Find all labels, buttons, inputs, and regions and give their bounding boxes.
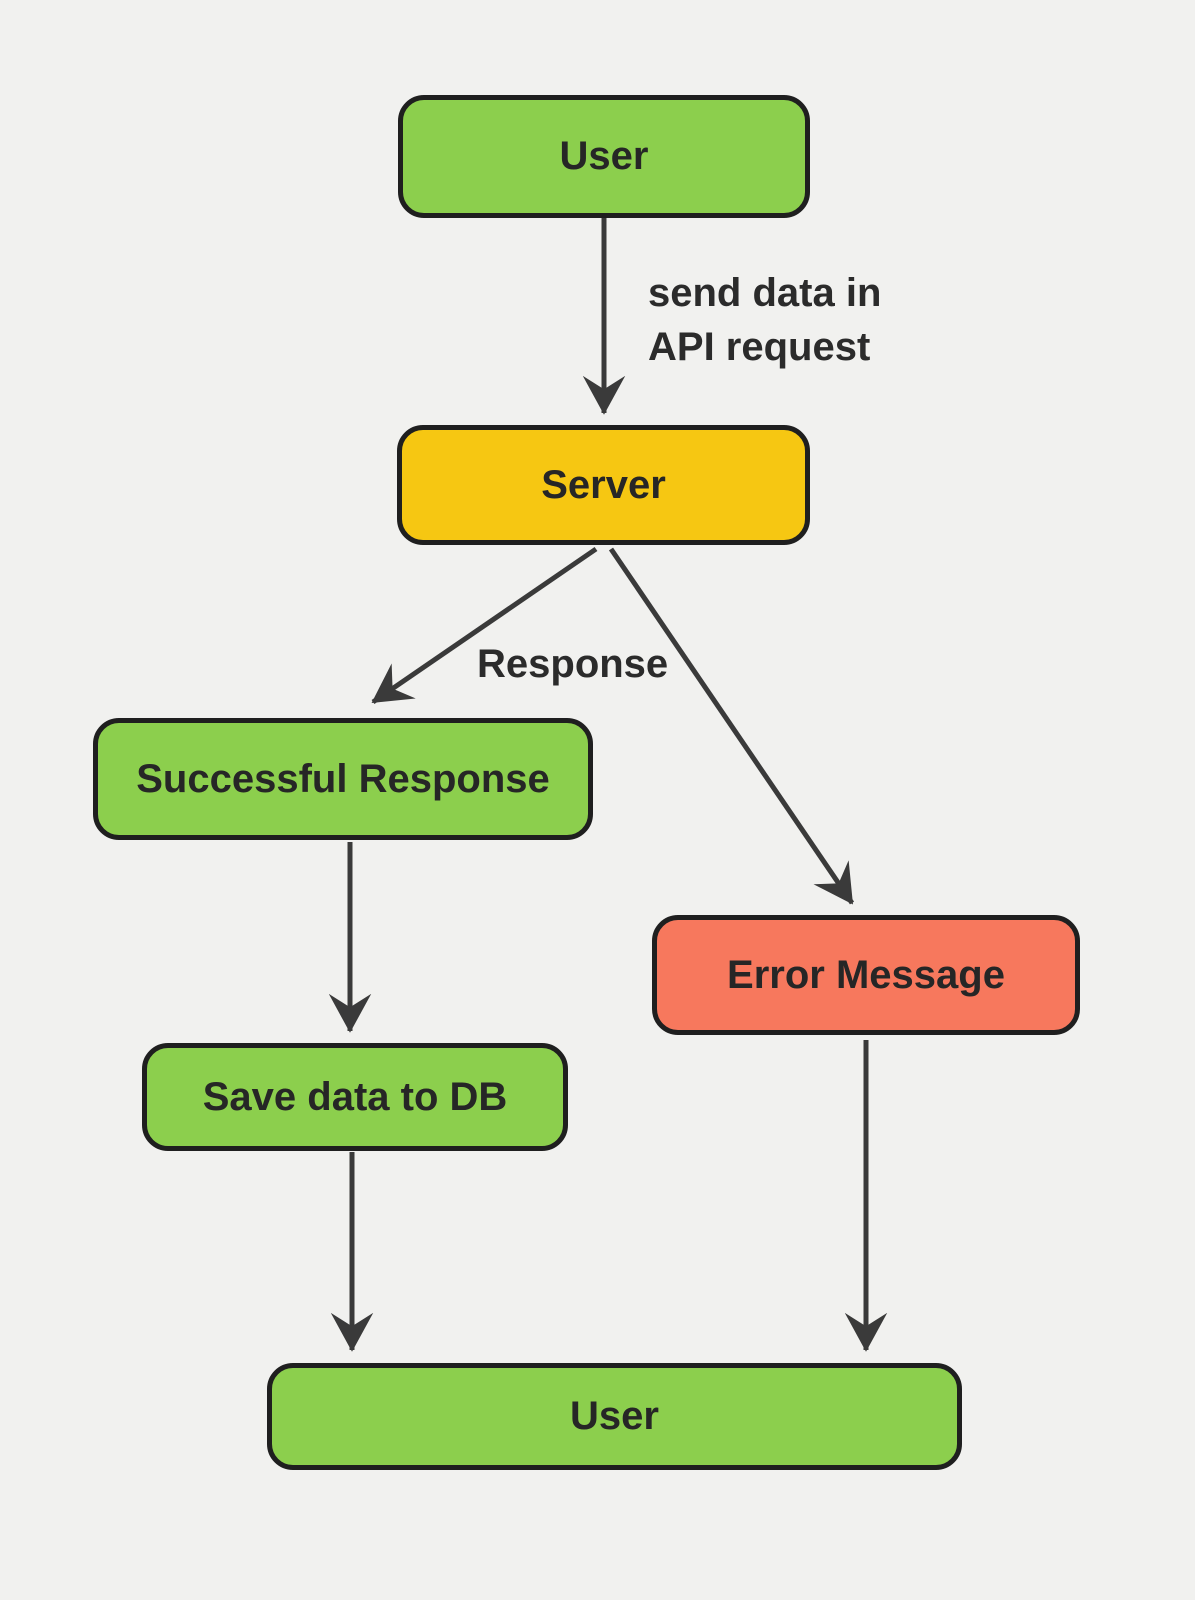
node-successful-response-label: Successful Response xyxy=(136,756,550,801)
node-server: Server xyxy=(397,425,810,545)
node-user-bottom: User xyxy=(267,1363,962,1470)
node-error-message-label: Error Message xyxy=(727,952,1005,997)
edge-label-response: Response xyxy=(477,642,669,686)
arrow-server-to-error-message xyxy=(608,547,855,905)
edge-label-send-data-line1: send data in xyxy=(648,271,882,315)
edge-label-send-data: send data in API request xyxy=(648,266,881,374)
node-error-message: Error Message xyxy=(652,915,1080,1035)
node-user-top: User xyxy=(398,95,810,218)
arrow-server-to-successful-response xyxy=(371,546,598,705)
node-server-label: Server xyxy=(541,462,666,507)
node-save-data-to-db: Save data to DB xyxy=(142,1043,568,1151)
edge-label-send-data-line2: API request xyxy=(648,325,871,369)
node-save-data-to-db-label: Save data to DB xyxy=(202,1074,508,1119)
node-successful-response: Successful Response xyxy=(93,718,593,840)
node-user-top-label: User xyxy=(559,134,649,178)
node-user-bottom-label: User xyxy=(570,1394,659,1438)
